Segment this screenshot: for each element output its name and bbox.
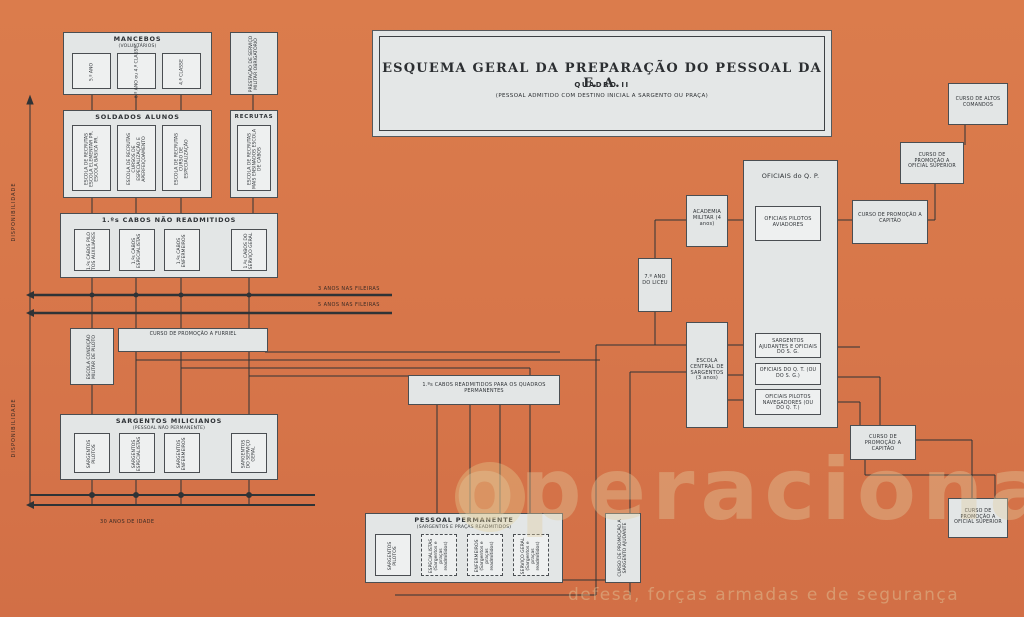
diagram-title: ESQUEMA GERAL DA PREPARAÇÃO DO PESSOAL D…	[382, 61, 822, 91]
sargentos-mil-title: SARGENTOS MILICIANOS	[115, 417, 223, 425]
soldados-item: ESCOLA DE RECRUTAS CURSO DE ESPECIALIZAÇ…	[162, 125, 201, 191]
oficiais-qp-box: OFICIAIS do Q. P. OFICIAIS PILOTOS AVIAD…	[743, 160, 838, 428]
soldados-item: ESCOLA DE RECRUTAS CURSOS DE ESPECIALIZA…	[117, 125, 156, 191]
sargentos-mil-item: SARGENTOS ENFERMEIROS	[164, 433, 200, 473]
curso-altos-comandos-box: CURSO DE ALTOS COMANDOS	[948, 83, 1008, 125]
sargentos-mil-item: SARGENTOS DO SERVIÇO GERAL	[231, 433, 267, 473]
note-years-5: 5 ANOS NAS FILEIRAS	[318, 302, 380, 308]
cabos-readmitidos-box: 1.ºs CABOS READMITIDOS PARA OS QUADROS P…	[408, 375, 560, 405]
soldados-alunos-box: SOLDADOS ALUNOS ESCOLA DE RECRUTAS ESCOL…	[63, 110, 212, 198]
pessoal-perm-title: PESSOAL PERMANENTE	[414, 516, 514, 524]
diagram-subtitle: QUADRO II	[574, 81, 630, 89]
escola-condicao-box: ESCOLA CONDIÇÃO MILITAR DE PILOTO	[70, 328, 114, 385]
cabos-item: 1.ºs CABOS PILO TOS AUXILIARES	[74, 229, 110, 271]
diagram-note: (PESSOAL ADMITIDO COM DESTINO INICIAL A …	[495, 93, 709, 99]
oficiais-title: OFICIAIS do Q. P.	[761, 172, 820, 180]
watermark-logo-icon	[455, 462, 525, 532]
soldados-title: SOLDADOS ALUNOS	[95, 113, 180, 121]
soldados-item: ESCOLA DE RECRUTAS ESCOLA ELEMENTAR PR. …	[72, 125, 111, 191]
sargentos-mil-item: SARGENTOS PILOTOS	[74, 433, 110, 473]
mancebos-box: MANCEBOS (VOLUNTÁRIOS) 5.º ANO 6.º ANO o…	[63, 32, 212, 98]
recrutas-title: RECRUTAS	[234, 114, 274, 120]
sargentos-mil-subtitle: (PESSOAL NÃO PERMANENTE)	[132, 426, 206, 431]
pessoal-perm-subtitle: (SARGENTOS E PRAÇAS READMITIDOS)	[416, 525, 512, 530]
pessoal-perm-item: ENFERMEIROS (Sargentos e praças readmiti…	[467, 534, 503, 576]
sargentos-mil-item: SARGENTOS ESPECIALISTAS	[119, 433, 155, 473]
pessoal-perm-item: ESPECIALISTAS (Sargentos e praças readmi…	[421, 534, 457, 576]
mancebos-item: 5.º ANO	[72, 53, 111, 89]
oficiais-item: OFICIAIS DO Q. T. (OU DO S. G.)	[755, 363, 821, 385]
mancebos-item: 4.ª CLASSE	[162, 53, 201, 89]
cabos-item: 1.ºs CABOS DO SERVIÇO GERAL	[231, 229, 267, 271]
oficiais-item: OFICIAIS PILOTOS NAVEGADORES (OU DO Q. T…	[755, 389, 821, 415]
curso-capitao-box-2: CURSO DE PROMOÇÃO A CAPITÃO	[850, 425, 916, 460]
escola-central-sargentos-box: ESCOLA CENTRAL DE SARGENTOS (3 anos)	[686, 322, 728, 428]
pessoal-perm-item: SERVIÇO GERAL (Sargentos e praças readmi…	[513, 534, 549, 576]
pessoal-perm-item: SARGENTOS PILOTOS	[375, 534, 411, 576]
recrutas-box: RECRUTAS ESCOLA DE RECRUTAS MAIS ENSINAD…	[230, 110, 278, 198]
academia-militar-box: ACADEMIA MILITAR (4 anos)	[686, 195, 728, 247]
note-age-limit: 30 ANOS DE IDADE	[100, 519, 155, 525]
curso-capitao-box-1: CURSO DE PROMOÇÃO A CAPITÃO	[852, 200, 928, 244]
title-panel: ESQUEMA GERAL DA PREPARAÇÃO DO PESSOAL D…	[372, 30, 832, 137]
curso-oficial-superior-box-1: CURSO DE PROMOÇÃO A OFICIAL SUPERIOR	[900, 142, 964, 184]
cabos-nao-readmitidos-box: 1.ºs CABOS NÃO READMITIDOS 1.ºs CABOS PI…	[60, 213, 278, 278]
watermark-tagline: defesa, forças armadas e de segurança	[568, 585, 960, 605]
cabos-item: 1.ºs CABOS ENFERMEIROS	[164, 229, 200, 271]
mancebos-subtitle: (VOLUNTÁRIOS)	[118, 44, 157, 49]
title-frame	[379, 36, 825, 131]
pessoal-permanente-box: PESSOAL PERMANENTE (SARGENTOS E PRAÇAS R…	[365, 513, 563, 583]
curso-furriel-box: CURSO DE PROMOÇÃO A FURRIEL	[118, 328, 268, 352]
side-label-upper: DISPONIBILIDADE	[11, 182, 17, 242]
prestacao-box: PRESTAÇÃO DE SERVIÇO MILITAR OBRIGATÓRIO	[230, 32, 278, 95]
mancebos-title: MANCEBOS	[113, 35, 162, 43]
watermark-brand: operacional	[455, 440, 1024, 540]
recrutas-item: ESCOLA DE RECRUTAS MAIS ENSINADOS ESCOLA…	[237, 125, 271, 191]
liceu-box: 7.º ANO DO LICEU	[638, 258, 672, 312]
oficiais-item: OFICIAIS PILOTOS AVIADORES	[755, 206, 821, 241]
cabos-title: 1.ºs CABOS NÃO READMITIDOS	[101, 216, 237, 224]
side-label-lower: DISPONIBILIDADE	[11, 398, 17, 458]
note-years-3: 3 ANOS NAS FILEIRAS	[318, 286, 380, 292]
mancebos-item: 6.º ANO ou 4.ª CLASSE	[117, 46, 156, 98]
sargentos-milicianos-box: SARGENTOS MILICIANOS (PESSOAL NÃO PERMAN…	[60, 414, 278, 480]
cabos-item: 1.ºs CABOS ESPECIALISTAS	[119, 229, 155, 271]
oficiais-item: SARGENTOS AJUDANTES E OFICIAIS DO S. G.	[755, 333, 821, 358]
curso-sargento-ajudante-box: CURSO DE PROMOÇÃO A SARGENTO AJUDANTE	[605, 513, 641, 583]
curso-oficial-superior-box-2: CURSO DE PROMOÇÃO A OFICIAL SUPERIOR	[948, 498, 1008, 538]
